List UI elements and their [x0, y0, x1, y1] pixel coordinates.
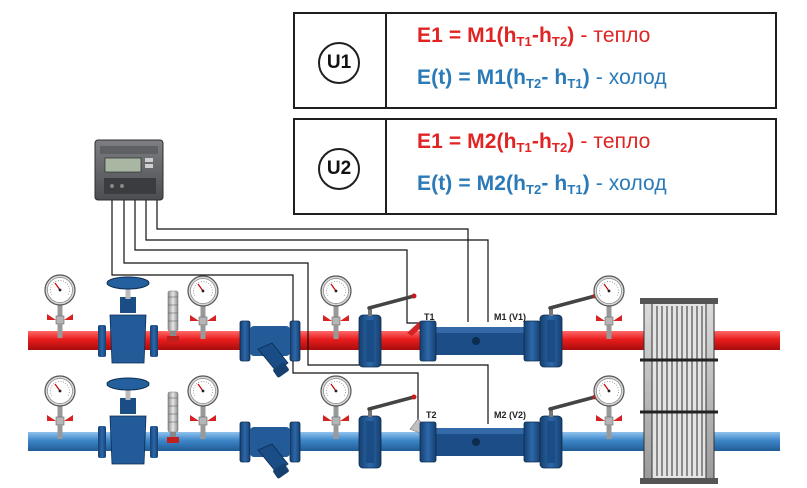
- formula-box-u2: U2 E1 = M2(hT1-hT2) - тепло E(t) = M2(hT…: [293, 118, 777, 215]
- flow-meter-m2-icon: [419, 421, 541, 463]
- pressure-gauge-icon: [44, 274, 76, 339]
- tag-m2: M2 (V2): [494, 410, 527, 420]
- cold-pipe: [28, 432, 780, 451]
- box-divider: [385, 14, 387, 107]
- cold-formula-u1: E(t) = M1(hT2- hT1) - холод: [417, 66, 667, 91]
- pressure-gauge-icon: [320, 275, 352, 340]
- plate-heat-exchanger-icon: [640, 298, 718, 484]
- butterfly-valve-icon: [357, 392, 419, 470]
- tag-t2: T2: [426, 410, 437, 420]
- heat-formula-u2: E1 = M2(hT1-hT2) - тепло: [417, 130, 651, 155]
- strainer-icon: [239, 421, 301, 480]
- gate-valve-icon: [97, 276, 159, 364]
- flow-meter-m1-icon: [419, 320, 541, 362]
- scheme-badge-u2: U2: [318, 148, 360, 190]
- heat-formula-u1: E1 = M1(hT1-hT2) - тепло: [417, 24, 651, 49]
- hot-pipe: [28, 331, 780, 350]
- box-divider: [385, 120, 387, 213]
- pressure-gauge-icon: [593, 375, 625, 440]
- pressure-gauge-icon: [187, 375, 219, 440]
- heat-calculator: [94, 139, 164, 201]
- tag-m1: M1 (V1): [494, 312, 527, 322]
- pressure-gauge-icon: [320, 375, 352, 440]
- scheme-badge-u1: U1: [318, 42, 360, 84]
- pressure-gauge-icon: [593, 275, 625, 340]
- pressure-gauge-icon: [187, 275, 219, 340]
- butterfly-valve-icon: [538, 392, 600, 470]
- formula-box-u1: U1 E1 = M1(hT1-hT2) - тепло E(t) = M1(hT…: [293, 12, 777, 109]
- pressure-gauge-icon: [44, 375, 76, 440]
- tag-t1: T1: [424, 312, 435, 322]
- butterfly-valve-icon: [538, 291, 600, 369]
- strainer-icon: [239, 320, 301, 379]
- cold-formula-u2: E(t) = M2(hT2- hT1) - холод: [417, 172, 667, 197]
- butterfly-valve-icon: [357, 291, 419, 369]
- gate-valve-icon: [97, 377, 159, 465]
